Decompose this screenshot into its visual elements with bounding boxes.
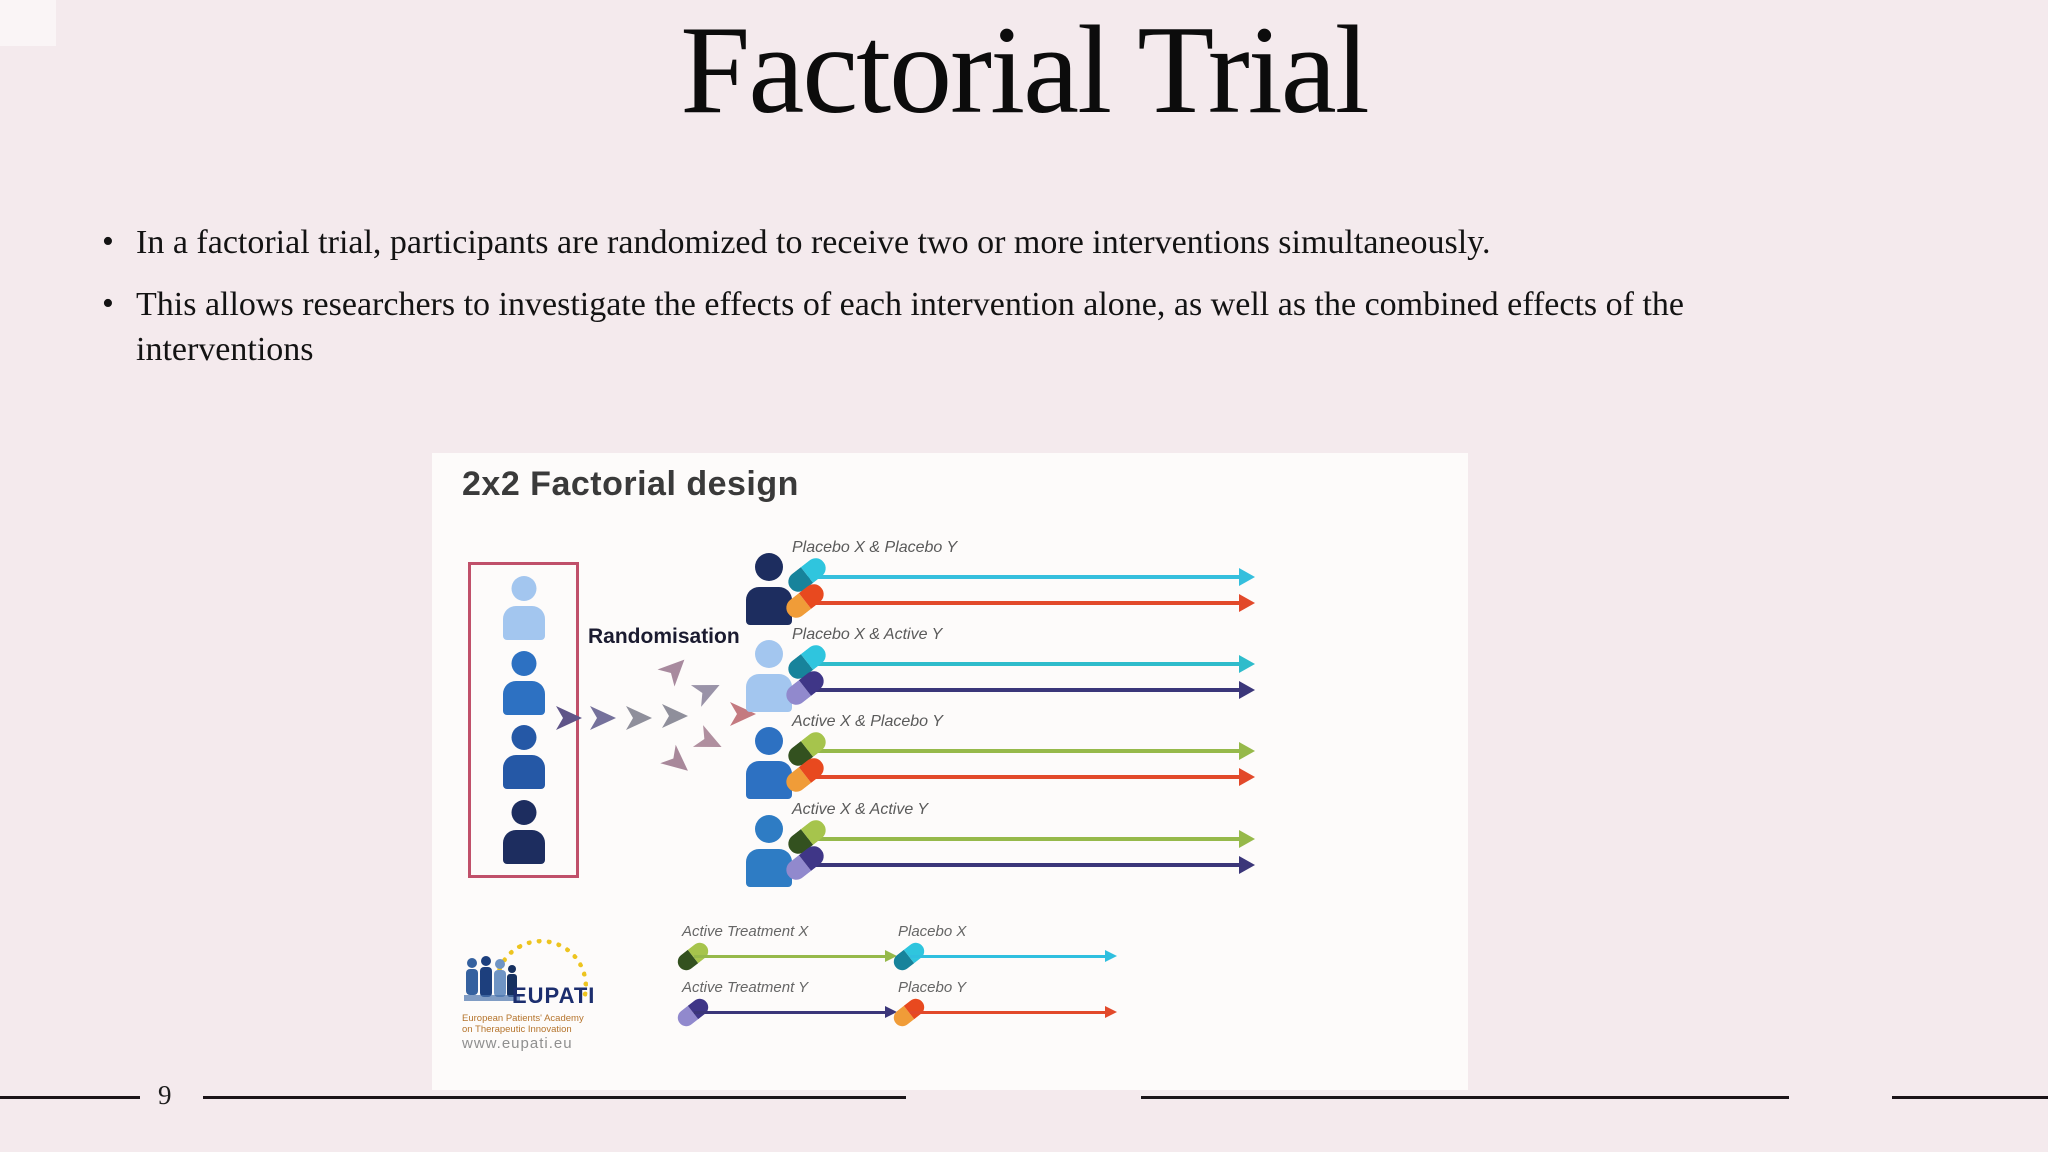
logo-website: www.eupati.eu — [462, 1035, 573, 1052]
footer-line — [1141, 1096, 1789, 1099]
participant-pool-box — [468, 562, 579, 878]
diagram-heading: 2x2 Factorial design — [462, 465, 799, 503]
treatment-line — [808, 768, 1255, 786]
person-icon — [501, 800, 547, 865]
legend-label: Placebo Y — [898, 979, 967, 996]
corner-highlight — [0, 0, 56, 46]
arm-label: Placebo X & Placebo Y — [792, 539, 958, 556]
treatment-line — [808, 856, 1255, 874]
page-number: 9 — [158, 1080, 172, 1110]
logo-tagline-line: European Patients' Academy — [462, 1013, 584, 1024]
logo-tagline: European Patients' Academy on Therapeuti… — [462, 1013, 584, 1036]
logo-tagline-line: on Therapeutic Innovation — [462, 1024, 572, 1036]
eupati-logo: EUPATI European Patients' Academy on The… — [456, 922, 616, 1059]
footer-line — [1892, 1096, 2048, 1099]
factorial-design-diagram: 2x2 Factorial design Randomisation — [432, 453, 1468, 1090]
randomisation-arrows-icon — [556, 659, 756, 771]
legend-item: Placebo Y — [890, 979, 1134, 1031]
treatment-line — [808, 655, 1255, 673]
person-icon — [501, 575, 547, 640]
legend-line — [910, 1006, 1117, 1018]
legend-label: Active Treatment X — [682, 923, 809, 940]
bullet-item: In a factorial trial, participants are r… — [96, 219, 1862, 265]
person-icon — [744, 640, 794, 712]
trial-arm: Placebo X & Active Y — [742, 626, 1272, 716]
trial-arm: Active X & Active Y — [742, 801, 1272, 891]
bullet-item: This allows researchers to investigate t… — [96, 281, 1862, 372]
randomisation-label: Randomisation — [588, 625, 740, 648]
arm-label: Active X & Placebo Y — [792, 713, 943, 730]
footer-line — [0, 1096, 140, 1099]
treatment-line — [808, 742, 1255, 760]
treatment-line — [808, 594, 1255, 612]
footer-line — [203, 1096, 906, 1099]
legend-line — [694, 950, 897, 962]
slide-title: Factorial Trial — [680, 1, 1370, 140]
legend-item: Active Treatment X — [674, 923, 918, 975]
bullet-list: In a factorial trial, participants are r… — [96, 219, 1862, 390]
legend-label: Placebo X — [898, 923, 967, 940]
treatment-line — [808, 681, 1255, 699]
treatment-line — [808, 830, 1255, 848]
person-icon — [744, 727, 794, 799]
logo-name: EUPATI — [512, 983, 596, 1008]
person-icon — [501, 725, 547, 790]
legend-item: Placebo X — [890, 923, 1134, 975]
legend-item: Active Treatment Y — [674, 979, 918, 1031]
person-icon — [744, 553, 794, 625]
trial-arm: Placebo X & Placebo Y — [742, 539, 1272, 629]
person-icon — [501, 650, 547, 715]
logo-crowd-icon — [464, 956, 520, 1001]
arm-label: Placebo X & Active Y — [792, 626, 943, 643]
trial-arm: Active X & Placebo Y — [742, 713, 1272, 803]
person-icon — [744, 815, 794, 887]
arm-label: Active X & Active Y — [792, 801, 929, 818]
treatment-line — [808, 568, 1255, 586]
legend-line — [910, 950, 1117, 962]
legend-label: Active Treatment Y — [682, 979, 809, 996]
legend-line — [694, 1006, 897, 1018]
